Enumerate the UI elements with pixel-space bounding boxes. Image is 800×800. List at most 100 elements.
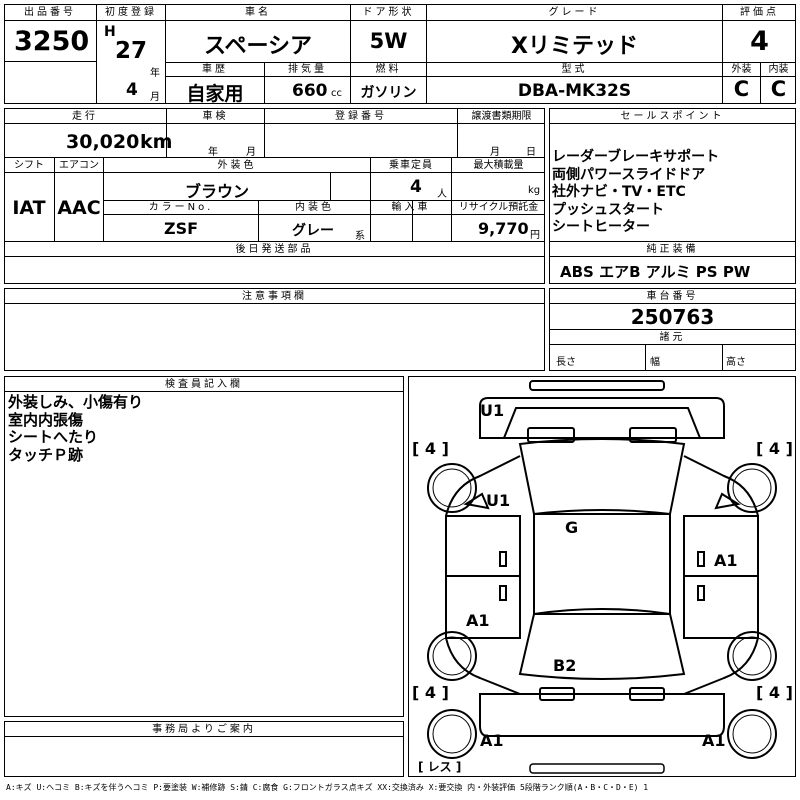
office-label: 事務局よりご案内 [152,724,256,735]
mileage-unit: km [140,131,173,153]
color-no-label: カラーNo. [148,202,214,213]
inspector-note: 室内内張傷 [8,410,84,429]
spec-length-label: 長さ [556,357,576,368]
door-label: ドア形状 [362,7,415,18]
color-no: ZSF [163,219,199,238]
shift: IAT [12,197,46,219]
recycle-label: リサイクル預託金 [458,202,539,213]
history-label: 車歴 [202,64,228,75]
mileage: 30,020 [66,131,140,153]
inspector-note: タッチＰ跡 [8,445,84,464]
reg-year: 27 [115,38,148,64]
transfer-deadline-label: 譲渡書類期限 [471,111,532,122]
tire-rear-right: [ 4 ] [756,683,793,702]
details-frame [4,108,545,284]
spec-height-label: 高さ [726,357,746,368]
chassis-label: 車台番号 [646,291,699,302]
later-parts-label: 後日発送部品 [235,244,314,255]
specs-label: 諸元 [659,332,686,343]
car-diagram: U1 U1 G A1 A1 B2 A1 A1 [ 4 ] [ 4 ] [ 4 ]… [412,380,793,774]
aircon: AAC [57,197,101,219]
color-label: 外装色 [217,160,257,171]
model-label: 型式 [561,64,588,75]
interior-color-unit: 系 [355,231,365,242]
notes-label: 注意事項欄 [242,291,307,302]
recycle-fee: 9,770 [478,219,529,238]
spare-tire: [ レス ] [418,760,461,774]
import-label: 輸入車 [391,202,431,213]
inspector-frame [4,376,404,717]
sales-label: セールスポイント [620,111,725,122]
displacement-label: 排気量 [288,64,327,75]
capacity-unit: 人 [437,189,447,200]
score: 4 [750,26,769,57]
tire-front-right: [ 4 ] [756,439,793,458]
mark-u1-front: U1 [480,401,504,420]
interior-color-label: 内装色 [295,202,334,213]
month-unit: 月 [150,92,160,103]
tire-front-left: [ 4 ] [412,439,449,458]
inspection-year-unit: 年 [208,147,218,158]
inspector-note: シートへたり [8,428,99,446]
mark-a1-rear-right: A1 [702,731,726,750]
inspection-month-unit: 月 [246,147,256,158]
capacity: 4 [410,177,422,197]
spec-width-label: 幅 [650,357,660,368]
legend: A:キズ U:ヘコミ B:キズを伴うヘコミ P:要塗装 W:補修跡 S:錆 C:… [6,783,649,792]
lot-number: 3250 [14,26,90,57]
exterior-grade-label: 外装 [731,64,752,75]
mark-b2-rear: B2 [553,656,576,675]
interior-grade-label: 内装 [768,64,789,75]
interior-grade: C [770,77,787,101]
year-unit: 年 [150,68,160,79]
diagram-frame [408,376,796,777]
tire-rear-left: [ 4 ] [412,683,449,702]
model-code: DBA-MK32S [517,81,632,101]
load-unit: kg [528,185,541,196]
chassis-number: 250763 [630,305,715,329]
load-label: 最大積載量 [473,160,524,171]
mark-u1-side: U1 [486,491,510,510]
transfer-month-unit: 月 [490,147,500,158]
exterior-grade: C [733,77,750,101]
fuel: ガソリン [360,85,417,101]
sales-point: 社外ナビ・TV・ETC [552,184,686,200]
aircon-label: エアコン [59,160,99,171]
sales-points: レーダーブレーキサポート 両側パワースライドドア 社外ナビ・TV・ETC プッシ… [552,149,719,237]
sales-point: シートヒーター [552,219,650,235]
mark-a1-right: A1 [714,551,738,570]
mark-a1-left: A1 [466,611,490,630]
equipment: ABS エアB アルミ PS PW [560,263,751,281]
door-type: 5W [369,29,408,53]
equipment-label: 純正装備 [646,244,699,255]
plate-label: 登録番号 [335,111,387,122]
sales-point: プッシュスタート [552,201,664,218]
mark-g-windshield: G [565,518,578,537]
era: H [104,24,116,40]
inspector-label: 検査員記入欄 [165,379,243,390]
sales-point: 両側パワースライドドア [552,166,706,183]
reg-month: 4 [126,80,138,100]
sales-frame [549,108,796,284]
shift-label: シフト [14,160,44,171]
score-label: 評価点 [740,7,779,18]
color: ブラウン [184,182,249,201]
recycle-unit: 円 [530,230,540,241]
capacity-label: 乗車定員 [389,160,433,171]
inspection-label: 車検 [202,111,229,122]
fuel-label: 燃料 [375,64,402,75]
mark-a1-rear-left: A1 [480,731,504,750]
office-frame [4,721,404,777]
history: 自家用 [186,83,244,105]
grade: Xリミテッド [511,34,638,59]
transfer-day-unit: 日 [526,147,536,158]
first-reg-label: 初度登録 [105,7,157,18]
displacement: 660 [292,81,328,101]
displacement-unit: cc [331,88,342,99]
car-name-label: 車名 [245,7,271,18]
inspector-notes: 外装しみ、小傷有り 室内内張傷 シートへたり タッチＰ跡 [8,393,144,464]
car-name: スペーシア [203,34,313,59]
notes-frame [4,288,545,371]
sales-point: レーダーブレーキサポート [552,149,720,165]
inspector-note: 外装しみ、小傷有り [8,393,144,411]
